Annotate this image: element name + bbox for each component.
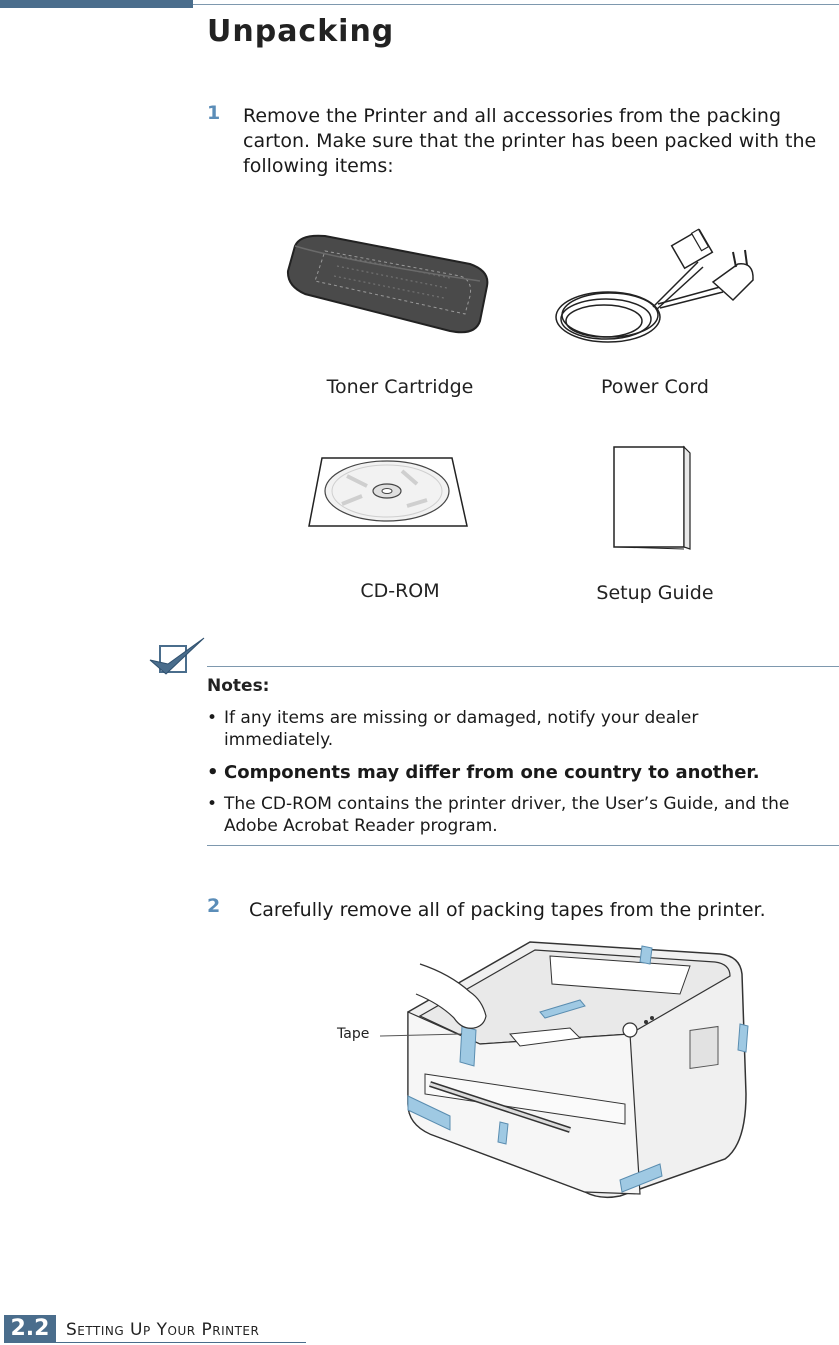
toner-cartridge-caption: Toner Cartridge (326, 376, 474, 398)
step-1-text: Remove the Printer and all accessories f… (243, 105, 817, 177)
note-item-2: • Components may differ from one country… (207, 762, 827, 784)
notes-title: Notes: (207, 676, 270, 696)
header-bar-block (0, 0, 193, 8)
power-cord-image (555, 228, 754, 343)
page-number: 2.2 (4, 1315, 56, 1343)
step-2-number: 2 (207, 895, 221, 917)
note-text: Components may differ from one country t… (224, 762, 760, 783)
note-item-3: • The CD-ROM contains the printer driver… (207, 793, 807, 837)
footer-section-title: Setting Up Your Printer (66, 1320, 260, 1340)
note-bullet: • (207, 762, 219, 783)
cdrom-caption: CD-ROM (360, 580, 440, 602)
step-2-text: Carefully remove all of packing tapes fr… (249, 899, 766, 921)
note-text: If any items are missing or damaged, not… (224, 708, 699, 750)
note-bullet: • (207, 708, 218, 728)
setup-guide-image (613, 445, 691, 550)
setup-guide-caption: Setup Guide (596, 582, 714, 604)
footer-rule (56, 1342, 306, 1343)
note-text: The CD-ROM contains the printer driver, … (224, 794, 790, 836)
checkmark-icon (149, 637, 205, 675)
header-rule (193, 4, 839, 5)
power-cord-caption: Power Cord (601, 376, 709, 398)
cdrom-image (308, 457, 468, 527)
notes-top-rule (207, 666, 839, 667)
printer-image (379, 941, 749, 1199)
notes-bottom-rule (207, 845, 839, 846)
note-item-1: • If any items are missing or damaged, n… (207, 707, 797, 751)
step-1-number: 1 (207, 102, 221, 124)
tape-label: Tape (337, 1026, 370, 1042)
page-title: Unpacking (207, 14, 395, 49)
toner-cartridge-image (286, 234, 489, 334)
note-bullet: • (207, 794, 218, 814)
